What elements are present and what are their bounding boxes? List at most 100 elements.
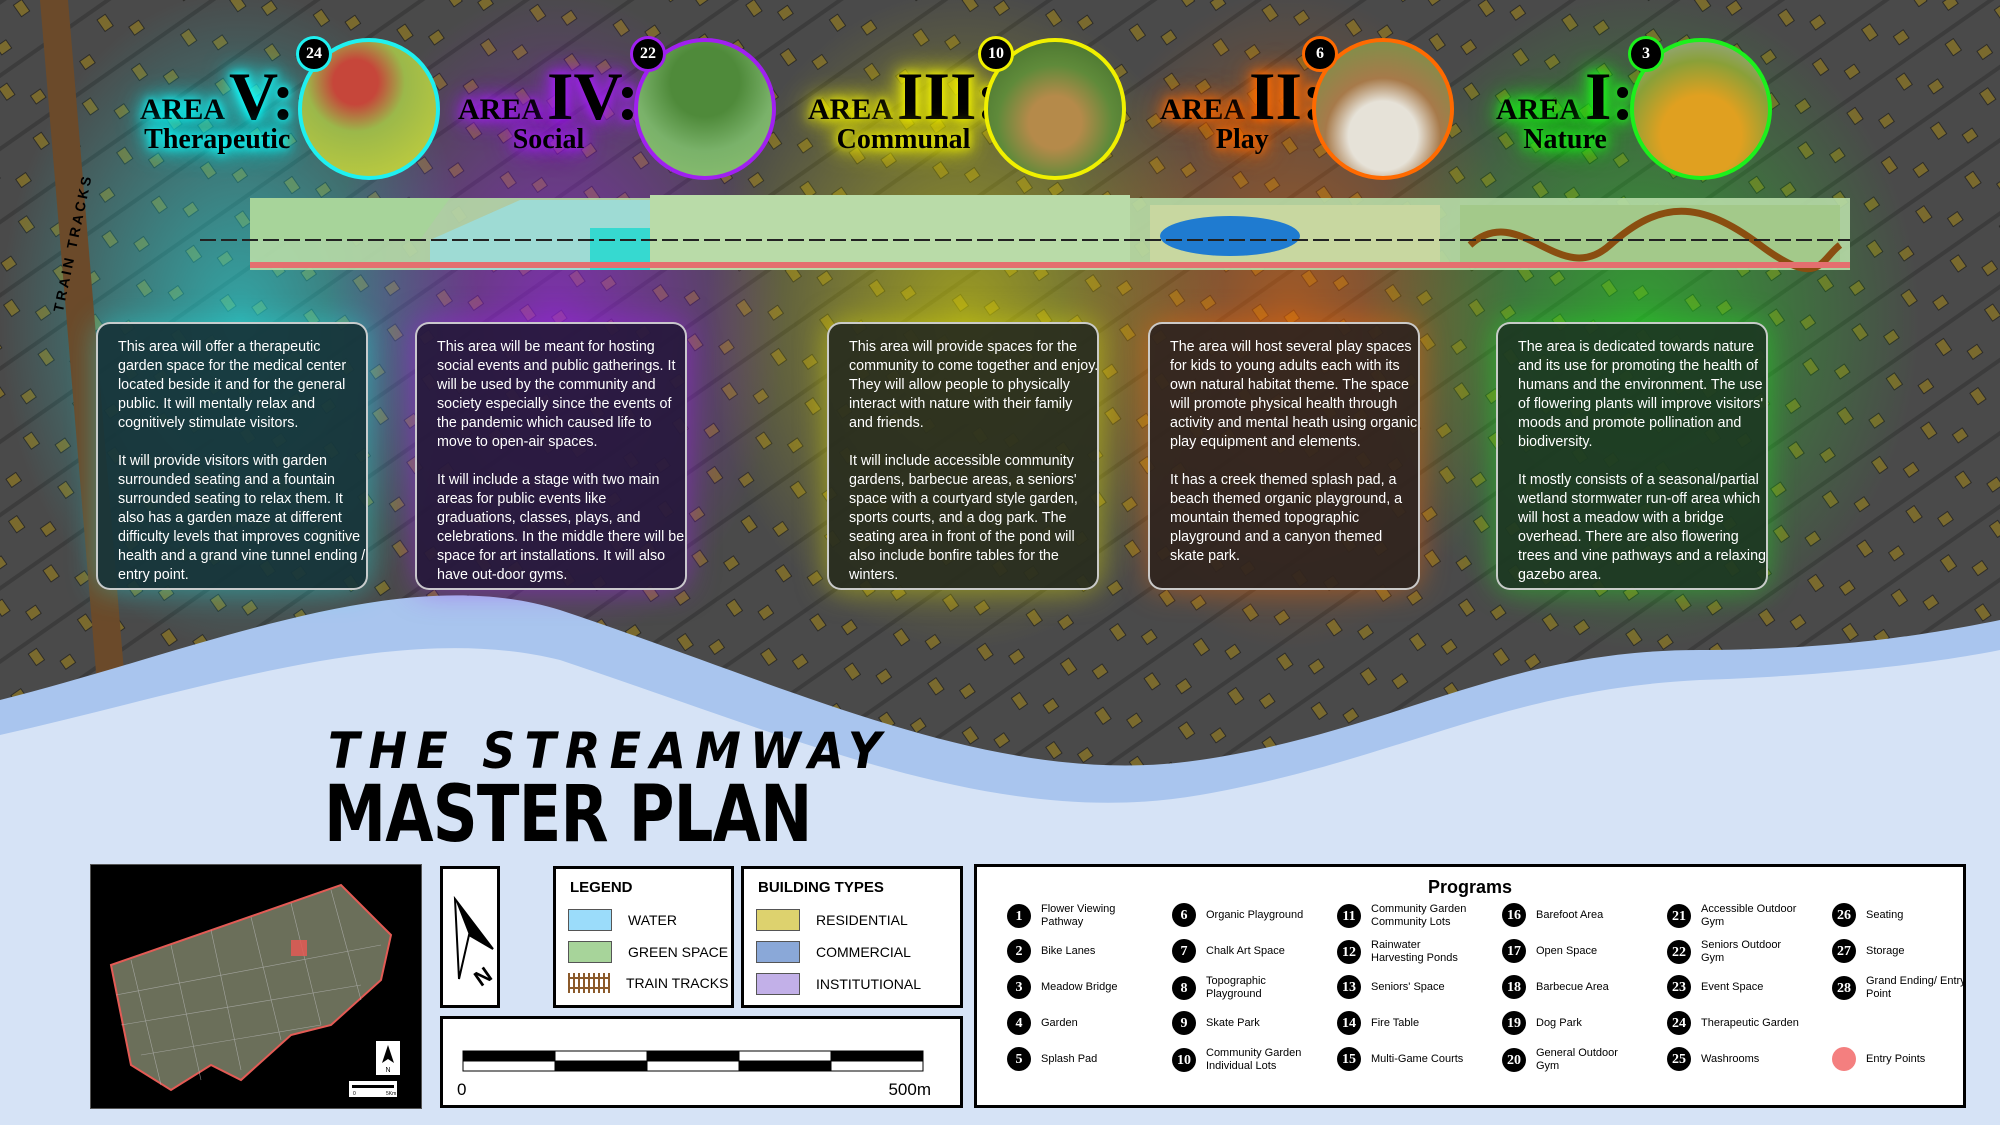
program-label: Community Garden Individual Lots xyxy=(1206,1047,1302,1072)
program-number-badge: 21 xyxy=(1667,904,1691,928)
program-number-badge: 8 xyxy=(1172,976,1196,1000)
program-label: Dog Park xyxy=(1536,1016,1582,1029)
commercial-swatch xyxy=(756,941,800,963)
program-item: 27 Storage xyxy=(1832,939,1971,963)
program-number-badge: 10 xyxy=(1172,1048,1196,1072)
program-label: Fire Table xyxy=(1371,1016,1420,1029)
svg-text:500m: 500m xyxy=(888,1080,931,1099)
program-label: Skate Park xyxy=(1206,1016,1260,1029)
program-number-badge: 27 xyxy=(1832,939,1856,963)
area-3-program-badge: 10 xyxy=(978,36,1014,72)
program-item: 2 Bike Lanes xyxy=(1007,939,1146,963)
program-label: Storage xyxy=(1866,944,1905,957)
svg-text:5Km: 5Km xyxy=(386,1091,396,1097)
program-item: 24 Therapeutic Garden xyxy=(1667,1011,1806,1035)
program-number-badge: 17 xyxy=(1502,939,1526,963)
program-label: Flower Viewing Pathway xyxy=(1041,903,1116,928)
locator-map: N 0 5Km xyxy=(90,864,422,1109)
program-item: 1 Flower Viewing Pathway xyxy=(1007,903,1146,929)
program-label: Washrooms xyxy=(1701,1052,1760,1065)
area-3-title: AREA III: Communal xyxy=(808,58,1000,155)
program-label: Organic Playground xyxy=(1206,908,1304,921)
water-swatch xyxy=(568,909,612,931)
area-4-photo xyxy=(634,38,776,180)
program-item: 13 Seniors' Space xyxy=(1337,975,1476,999)
program-label: Open Space xyxy=(1536,944,1598,957)
building-type-institutional: INSTITUTIONAL xyxy=(756,973,921,995)
site-location-marker xyxy=(291,940,307,956)
site-plan-strip xyxy=(200,195,1850,273)
program-number-badge: 15 xyxy=(1337,1047,1361,1071)
program-number-badge: 1 xyxy=(1007,904,1031,928)
program-number-badge: 22 xyxy=(1667,940,1691,964)
legend-heading: LEGEND xyxy=(570,879,633,896)
program-number-badge: 7 xyxy=(1172,939,1196,963)
program-item-entry-points: Entry Points xyxy=(1832,1047,1926,1071)
program-label: Therapeutic Garden xyxy=(1701,1016,1799,1029)
legend-item-green-space: GREEN SPACE xyxy=(568,941,728,963)
program-label: Seniors Outdoor Gym xyxy=(1701,939,1782,964)
area-4-program-badge: 22 xyxy=(630,36,666,72)
entry-point-dot-icon xyxy=(1832,1047,1856,1071)
program-item: 23 Event Space xyxy=(1667,975,1806,999)
program-number-badge: 3 xyxy=(1007,975,1031,999)
institutional-swatch xyxy=(756,973,800,995)
program-number-badge: 2 xyxy=(1007,939,1031,963)
program-label: Bike Lanes xyxy=(1041,944,1096,957)
program-label: General Outdoor Gym xyxy=(1536,1047,1618,1072)
program-label: Grand Ending/ Entry Point xyxy=(1866,975,1966,1000)
program-label: Topographic Playground xyxy=(1206,975,1266,1000)
building-type-commercial: COMMERCIAL xyxy=(756,941,911,963)
program-label: Seating xyxy=(1866,908,1904,921)
program-number-badge: 9 xyxy=(1172,1011,1196,1035)
program-number-badge: 12 xyxy=(1337,940,1361,964)
program-item: 8 Topographic Playground xyxy=(1172,975,1311,1001)
area-2-program-badge: 6 xyxy=(1302,36,1338,72)
scale-bar: 0 500m xyxy=(457,1050,931,1099)
program-number-badge: 4 xyxy=(1007,1011,1031,1035)
area-1-description: The area is dedicated towards nature and… xyxy=(1496,322,1768,590)
program-number-badge: 13 xyxy=(1337,975,1361,999)
program-label: Event Space xyxy=(1701,980,1764,993)
program-number-badge: 18 xyxy=(1502,975,1526,999)
building-type-residential: RESIDENTIAL xyxy=(756,909,908,931)
area-3-description: This area will provide spaces for the co… xyxy=(827,322,1099,590)
svg-text:0: 0 xyxy=(457,1080,466,1099)
program-label: Barbecue Area xyxy=(1536,980,1609,993)
program-label: Multi-Game Courts xyxy=(1371,1052,1464,1065)
program-label: Entry Points xyxy=(1866,1052,1926,1065)
residential-swatch xyxy=(756,909,800,931)
program-label: Accessible Outdoor Gym xyxy=(1701,903,1797,928)
area-5-program-badge: 24 xyxy=(296,36,332,72)
building-types-heading: BUILDING TYPES xyxy=(758,879,884,896)
program-item: 9 Skate Park xyxy=(1172,1011,1311,1035)
scale-bar-box: 0 500m xyxy=(440,1016,963,1108)
page-title-line-2: MASTER PLAN xyxy=(324,770,812,860)
area-1-program-badge: 3 xyxy=(1628,36,1664,72)
program-item: 28 Grand Ending/ Entry Point xyxy=(1832,975,1971,1001)
area-2-title: AREA II: Play xyxy=(1160,58,1325,155)
program-label: Seniors' Space xyxy=(1371,980,1445,993)
page-title-line-1: THE STREAMWAY xyxy=(328,722,891,780)
north-arrow-icon: N xyxy=(453,895,497,992)
program-number-badge: 20 xyxy=(1502,1048,1526,1072)
area-5-title: AREA V: Therapeutic xyxy=(140,58,295,155)
legend-item-train-tracks: TRAIN TRACKS xyxy=(568,973,728,993)
program-item: 10 Community Garden Individual Lots xyxy=(1172,1047,1311,1073)
program-number-badge: 23 xyxy=(1667,975,1691,999)
program-label: Barefoot Area xyxy=(1536,908,1604,921)
svg-text:N: N xyxy=(469,962,496,992)
train-tracks-swatch xyxy=(568,973,610,993)
program-number-badge: 28 xyxy=(1832,976,1856,1000)
north-arrow-box: N xyxy=(440,866,500,1008)
program-item: 21 Accessible Outdoor Gym xyxy=(1667,903,1806,929)
program-number-badge: 24 xyxy=(1667,1011,1691,1035)
program-number-badge: 25 xyxy=(1667,1047,1691,1071)
